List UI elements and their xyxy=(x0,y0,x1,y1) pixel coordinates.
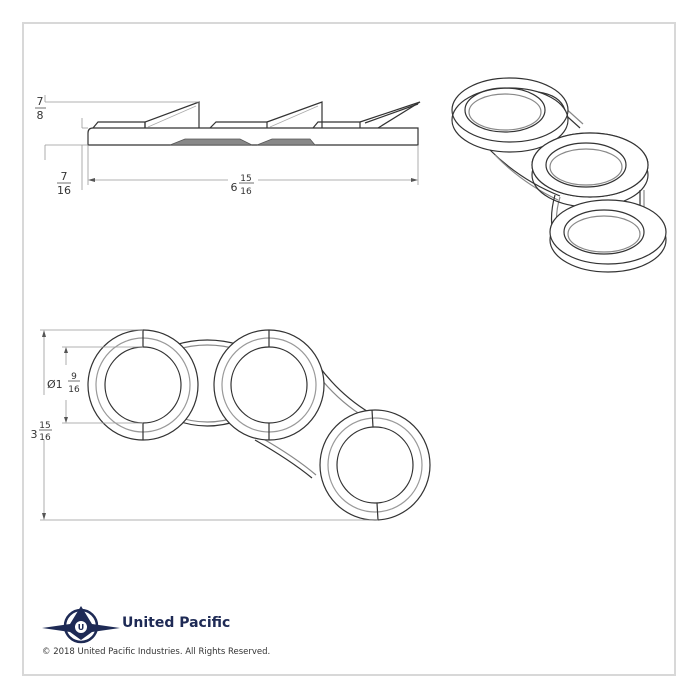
hole-diameter-num: 9 xyxy=(71,372,77,382)
drawing-frame xyxy=(22,22,676,676)
copyright-notice: © 2018 United Pacific Industries. All Ri… xyxy=(42,647,271,657)
length-whole: 6 xyxy=(231,181,238,194)
length-den: 16 xyxy=(240,187,252,197)
base-height-den: 16 xyxy=(57,184,71,197)
top-view xyxy=(87,329,431,521)
hole-diameter-den: 16 xyxy=(68,385,80,395)
height-total-num: 7 xyxy=(37,95,44,108)
brand-name: United Pacific xyxy=(122,615,231,631)
overall-height-whole: 3 xyxy=(31,428,38,441)
isometric-view xyxy=(451,77,667,273)
svg-text:U: U xyxy=(78,623,85,632)
united-pacific-logo-icon: U xyxy=(42,606,120,644)
side-view xyxy=(87,101,421,146)
top-view-dimensions xyxy=(40,329,378,521)
overall-height-den: 16 xyxy=(39,433,51,443)
base-height-num: 7 xyxy=(61,170,68,183)
length-num: 15 xyxy=(240,174,251,184)
side-view-dimensions xyxy=(44,95,419,190)
hole-diameter-prefix: Ø1 xyxy=(47,378,63,391)
overall-height-num: 15 xyxy=(39,421,50,431)
height-total-den: 8 xyxy=(37,109,44,122)
